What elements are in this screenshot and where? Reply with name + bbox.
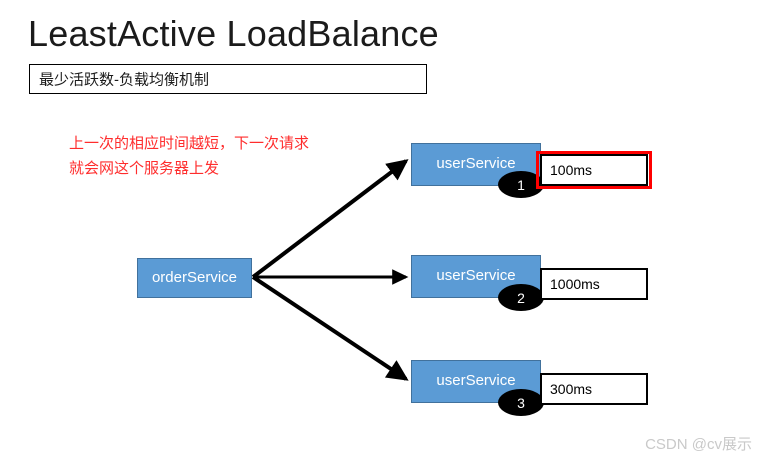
latency-value-provider-3: 300ms (550, 381, 593, 397)
badge-provider-3-number: 3 (517, 394, 525, 411)
badge-provider-1-number: 1 (517, 176, 525, 193)
subtitle-text: 最少活跃数-负载均衡机制 (39, 71, 209, 89)
subtitle-caption-box: 最少活跃数-负载均衡机制 (29, 64, 427, 94)
watermark-text: CSDN @cv展示 (645, 436, 752, 453)
page-title: LeastActive LoadBalance (28, 13, 439, 54)
user-service-3-label: userService (436, 372, 516, 389)
latency-value-provider-1: 100ms (550, 162, 593, 178)
badge-provider-2-number: 2 (517, 289, 525, 306)
arrow-to-provider-1 (251, 159, 409, 279)
badge-provider-2: 2 (498, 284, 544, 311)
red-annotation-note: 上一次的相应时间越短，下一次请求 就会网这个服务器上发 (69, 131, 389, 181)
latency-box-provider-2: 1000ms (540, 268, 648, 300)
annotation-line-2: 就会网这个服务器上发 (69, 160, 220, 177)
red-highlight-rectangle (536, 151, 652, 189)
user-service-2-label: userService (436, 267, 516, 284)
arrow-to-provider-3 (251, 275, 409, 381)
latency-value-provider-2: 1000ms (550, 276, 600, 292)
order-service-label: orderService (151, 268, 238, 286)
annotation-line-1: 上一次的相应时间越短，下一次请求 (69, 135, 310, 152)
user-service-1-label: userService (436, 155, 516, 172)
node-order-service[interactable]: orderService (137, 258, 252, 298)
latency-box-provider-3: 300ms (540, 373, 648, 405)
badge-provider-3: 3 (498, 389, 544, 416)
latency-box-provider-1: 100ms (540, 154, 648, 186)
